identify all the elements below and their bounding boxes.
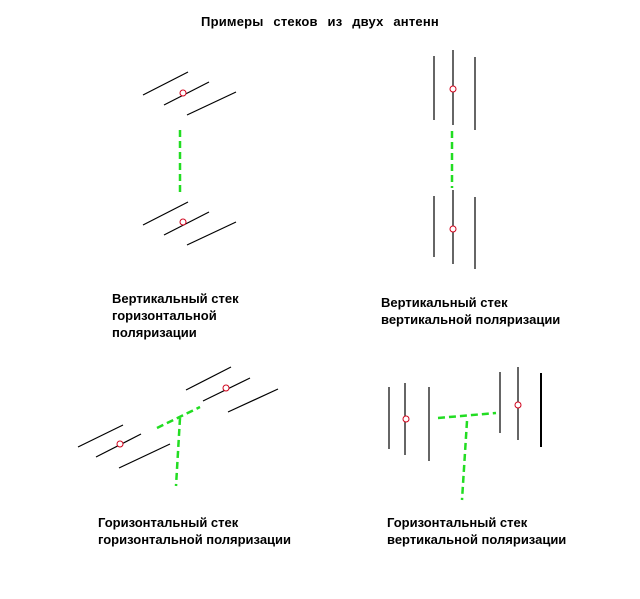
feed-point	[179, 89, 187, 97]
feed-point	[116, 440, 124, 448]
caption-line: Вертикальный стек	[381, 295, 508, 310]
feed-point	[402, 415, 410, 423]
caption-horizontal-stack-horizontal-polarization: Горизонтальный стек горизонтальной поляр…	[98, 514, 291, 548]
feed-point	[449, 85, 457, 93]
panel-horizontal-stack-horizontal-polarization	[77, 366, 279, 487]
caption-vertical-stack-horizontal-polarization: Вертикальный стек горизонтальной поляриз…	[112, 290, 239, 341]
antenna-element	[186, 91, 237, 116]
antenna-element	[186, 221, 237, 246]
panel-horizontal-stack-vertical-polarization	[388, 367, 542, 501]
feed-point	[514, 401, 522, 409]
caption-line: горизонтальной	[112, 308, 217, 323]
feeder-line-horizontal	[156, 405, 201, 430]
caption-line: вертикальной поляризации	[387, 532, 567, 547]
antenna-upper	[142, 71, 237, 116]
antenna-right	[499, 367, 542, 447]
antenna-element	[163, 211, 210, 236]
caption-line: Горизонтальный стек	[387, 515, 528, 530]
panel-vertical-stack-horizontal-polarization	[142, 71, 237, 246]
caption-line: вертикальной поляризации	[381, 312, 561, 327]
caption-line: горизонтальной поляризации	[98, 532, 292, 547]
caption-horizontal-stack-vertical-polarization: Горизонтальный стек вертикальной поляриз…	[387, 514, 566, 548]
panel-vertical-stack-vertical-polarization	[433, 50, 476, 269]
antenna-element	[163, 81, 210, 106]
caption-line: Вертикальный стек	[112, 291, 239, 306]
antenna-right	[185, 366, 279, 413]
feeder-line-down	[174, 417, 182, 487]
antenna-element	[142, 71, 189, 96]
antenna-element	[185, 366, 232, 391]
caption-line: Горизонтальный стек	[98, 515, 239, 530]
antenna-left	[77, 424, 171, 469]
antenna-element	[118, 443, 171, 469]
caption-line: поляризации	[112, 325, 197, 340]
feeder-line-down	[460, 420, 469, 501]
feed-point	[179, 218, 187, 226]
antenna-element	[142, 201, 189, 226]
antenna-element	[77, 424, 124, 448]
feed-point	[222, 384, 230, 392]
antenna-element	[227, 388, 279, 413]
antenna-lower	[142, 201, 237, 246]
antenna-lower	[433, 190, 476, 269]
antenna-upper	[433, 50, 476, 130]
caption-vertical-stack-vertical-polarization: Вертикальный стек вертикальной поляризац…	[381, 294, 560, 328]
feeder-line-horizontal	[437, 411, 497, 420]
diagram-title: Примеры стеков из двух антенн	[201, 14, 439, 29]
feed-point	[449, 225, 457, 233]
antenna-left	[388, 383, 430, 461]
